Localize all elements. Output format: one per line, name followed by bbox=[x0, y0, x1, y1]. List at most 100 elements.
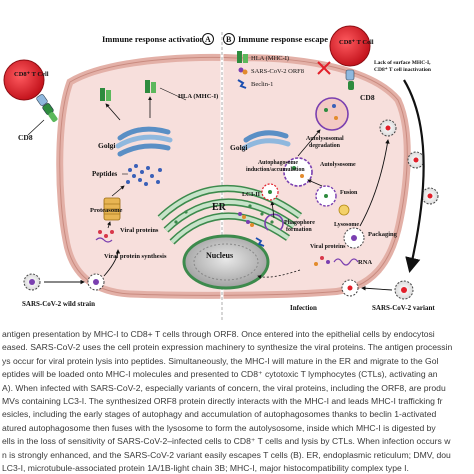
cd8-left-label: CD8 bbox=[18, 133, 33, 142]
tcell-left-label: CD8⁺ T Cell bbox=[14, 71, 49, 78]
panel-b-badge bbox=[223, 33, 235, 45]
viral-proteins-left bbox=[95, 230, 114, 243]
lysosome-label: Lysosome bbox=[334, 222, 359, 228]
viral-proteins-to-proteasome-arrow bbox=[107, 221, 111, 229]
proteasome-label: Proteasome bbox=[90, 207, 122, 214]
packaging-label: Packaging bbox=[368, 231, 398, 238]
er-label: ER bbox=[212, 202, 227, 213]
tcr-complex-left bbox=[36, 94, 58, 123]
phagophore-line2: formation bbox=[286, 227, 312, 233]
autolysosome bbox=[283, 157, 313, 187]
mhc-export-arrow-1 bbox=[105, 103, 121, 121]
lysosome bbox=[338, 204, 350, 216]
hla-label: HLA (MHC-I) bbox=[178, 93, 218, 100]
variant-release-arrow bbox=[403, 79, 425, 274]
legend-beclin-label: Beclin-1 bbox=[251, 81, 273, 88]
peptide-cluster bbox=[126, 164, 162, 186]
caption-line: eased. SARS-CoV-2 uses the cell protein … bbox=[2, 342, 453, 353]
fusion-label: Fusion bbox=[340, 190, 358, 196]
caption-line: MVs containing LC3-I. The synthesized OR… bbox=[2, 396, 443, 407]
proteasome-to-peptides-arrow bbox=[111, 185, 125, 197]
cd8-t-cell-left: CD8⁺ T Cell bbox=[3, 59, 49, 101]
golgi-left bbox=[115, 126, 173, 157]
peptides-label: Peptides bbox=[92, 170, 118, 178]
nucleus bbox=[182, 234, 270, 290]
caption-line: A). When infected with SARS-CoV-2, espec… bbox=[2, 382, 446, 393]
golgi-left-label: Golgi bbox=[98, 141, 116, 150]
caption-line: esicles, including the early stages of a… bbox=[2, 409, 437, 420]
lack-mhc-line1: Lack of surface MHC-I, bbox=[374, 60, 431, 66]
hla-pointer bbox=[159, 87, 187, 101]
golgi-right-label: Golgi bbox=[230, 143, 248, 152]
autolysosomal-line1: Autolysosomal bbox=[306, 136, 344, 142]
panel-a-title: Immune response activation bbox=[102, 34, 205, 44]
autophagosome-line2: induction/accumulation bbox=[246, 167, 305, 173]
figure-caption: antigen presentation by MHC-I to CD8+ T … bbox=[0, 328, 474, 474]
legend-beclin-icon bbox=[237, 79, 247, 89]
rna-to-synthesis-arrow bbox=[257, 269, 301, 279]
panel-a-badge bbox=[202, 33, 214, 45]
legend-mhc-label: HLA (MHC-I) bbox=[251, 55, 289, 62]
golgi-right bbox=[241, 130, 291, 151]
packaging-exit-arrow bbox=[359, 139, 390, 227]
endosome-right bbox=[341, 279, 359, 297]
caption-line: ells in the loss of sensitivity of SARS-… bbox=[2, 436, 451, 447]
phagophore-line1: Phagophore bbox=[284, 220, 315, 226]
viral-protein-synthesis-label: Viral protein synthesis bbox=[104, 253, 167, 260]
sars-variant-label: SARS-CoV-2 variant bbox=[372, 304, 435, 312]
tcell-right-label: CD8⁺ T Cell bbox=[339, 39, 374, 46]
panel-b-letter: B bbox=[226, 35, 232, 44]
surface-mhc-left bbox=[100, 80, 156, 101]
ribosomes bbox=[174, 204, 274, 224]
autolysosomal-line2: degradation bbox=[309, 143, 341, 149]
panel-a-letter: A bbox=[205, 35, 211, 44]
rna-strand bbox=[333, 258, 359, 266]
rna-label: RNA bbox=[358, 259, 372, 266]
orf8-particles bbox=[238, 212, 254, 227]
blocked-x-icon bbox=[317, 61, 331, 75]
exiting-virions bbox=[379, 119, 439, 205]
lc3-label: LC3-II bbox=[242, 192, 261, 198]
caption-line: atured autophagosome then fuses with the… bbox=[2, 422, 436, 433]
fusion-arrow bbox=[307, 179, 323, 187]
sars-wild-strain-label: SARS-CoV-2 wild strain bbox=[22, 300, 95, 308]
autophagosome-line1: Autophagosome bbox=[258, 160, 298, 166]
legend-mhc-icon bbox=[237, 51, 248, 63]
caption-line: ys occur for viral protein lysis into pe… bbox=[2, 355, 439, 366]
panel-b-title: Immune response escape bbox=[238, 34, 328, 44]
fusion-vesicle bbox=[315, 185, 337, 207]
cd8-t-cell-right: CD8⁺ T Cell bbox=[329, 25, 374, 67]
proteasome bbox=[103, 197, 121, 221]
nucleus-label: Nucleus bbox=[206, 251, 233, 260]
legend-orf8-label: SARS-CoV-2 ORF8 bbox=[251, 68, 304, 75]
virus-variant bbox=[394, 280, 414, 300]
viral-proteins-right bbox=[314, 256, 330, 266]
tcr-complex-right bbox=[345, 69, 355, 90]
legend-orf8-icon bbox=[238, 67, 248, 75]
infection-label: Infection bbox=[290, 304, 317, 312]
entry-arrow-right bbox=[361, 285, 393, 291]
lc3-vesicles bbox=[261, 183, 279, 201]
cd8-right-label: CD8 bbox=[360, 93, 375, 102]
phagophore-arrow bbox=[270, 201, 275, 219]
caption-line: n is strongly enhanced, and the SARS-CoV… bbox=[2, 449, 451, 460]
packaging-vesicle bbox=[343, 227, 365, 249]
caption-line: antigen presentation by MHC-I to CD8+ T … bbox=[2, 329, 435, 339]
lack-mhc-line2: CD8⁺ T cell inactivation bbox=[374, 66, 431, 73]
autolysosome-label: Autolysosome bbox=[320, 162, 356, 168]
to-synthesis-arrow bbox=[103, 249, 121, 277]
viral-proteins-right-label: Viral proteins bbox=[310, 244, 346, 250]
endosome-left bbox=[87, 273, 105, 291]
autolysosome-degradation bbox=[315, 97, 349, 131]
virus-wild-strain bbox=[23, 273, 41, 291]
phagophore bbox=[255, 213, 284, 247]
to-degradation-arrow bbox=[297, 129, 321, 157]
legend: HLA (MHC-I) SARS-CoV-2 ORF8 Beclin-1 bbox=[237, 51, 304, 89]
diagram-figure: Immune response activation A B Immune re… bbox=[3, 25, 439, 320]
caption-line: eptides will be loaded onto MHC-I molecu… bbox=[2, 369, 438, 380]
cd8-left-pointer bbox=[27, 119, 45, 136]
endoplasmic-reticulum bbox=[157, 185, 303, 245]
viral-proteins-left-label: Viral proteins bbox=[120, 227, 159, 234]
caption-line: LC3-I, microtubule-associated protein 1A… bbox=[2, 463, 409, 474]
